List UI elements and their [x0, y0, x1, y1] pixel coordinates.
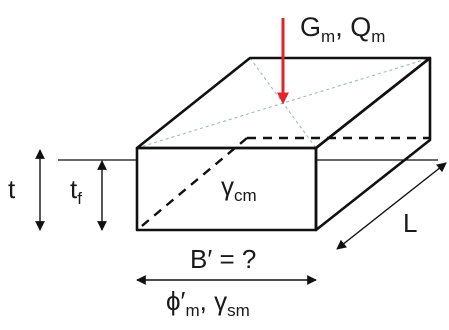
load-label-q-sub: m [371, 27, 385, 46]
L-dimension-arrow [336, 162, 447, 250]
tf-label: tf [70, 174, 82, 208]
tf-label-main: t [70, 174, 78, 204]
soil-label-phi: ϕ′ [166, 286, 186, 316]
soil-label: ϕ′m, γsm [166, 286, 250, 320]
right-face [314, 56, 432, 232]
hidden-edge-depth [136, 137, 248, 231]
soil-label-sep: , [200, 286, 214, 316]
load-label-g: G [300, 12, 321, 42]
gamma-cm-main: γ [221, 171, 234, 201]
load-label-q: Q [350, 12, 371, 42]
L-label: L [403, 208, 417, 238]
soil-label-phi-sub: m [185, 301, 199, 320]
soil-label-gamma: γ [214, 286, 227, 316]
gamma-cm-label: γcm [221, 171, 257, 205]
load-label: Gm, Qm [300, 12, 385, 46]
tf-label-sub: f [77, 189, 82, 208]
B-label: B′ = ? [190, 244, 256, 274]
gamma-cm-sub: cm [234, 186, 257, 205]
load-label-sep: , [335, 12, 350, 42]
t-label: t [8, 174, 16, 204]
load-label-g-sub: m [321, 27, 335, 46]
soil-label-gamma-sub: sm [227, 301, 250, 320]
